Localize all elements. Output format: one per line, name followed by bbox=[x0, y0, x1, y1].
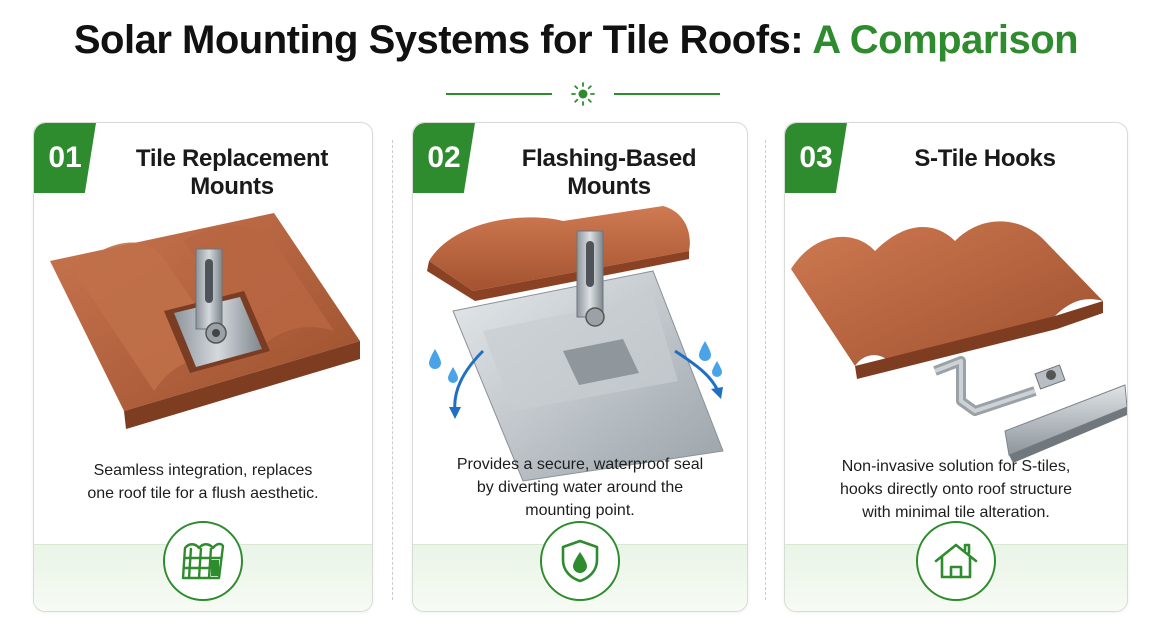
card-description: Provides a secure, waterproof seal by di… bbox=[456, 456, 704, 519]
card-title: Flashing-Based Mounts bbox=[521, 145, 697, 200]
s-tile-hook-illustration bbox=[791, 221, 1127, 463]
card-number-badge: 03 bbox=[785, 123, 847, 193]
card-number-badge: 01 bbox=[34, 123, 96, 193]
divider-line-left bbox=[446, 93, 552, 95]
title-accent: A Comparison bbox=[812, 18, 1079, 62]
card-flashing-based: 02 Flashing-Based Mounts Provid bbox=[412, 122, 748, 612]
tile-grid-icon bbox=[163, 521, 243, 601]
title-divider bbox=[446, 82, 720, 106]
card-s-tile-hooks: 03 S-Tile Hooks Non-invasive solution fo… bbox=[784, 122, 1128, 612]
title-main: Solar Mounting Systems for Tile Roofs: bbox=[73, 18, 813, 62]
card-tile-replacement: 01 Tile Replacement Mounts Seamless inte… bbox=[33, 122, 373, 612]
tile-replacement-illustration bbox=[50, 213, 360, 429]
card-title: S-Tile Hooks bbox=[914, 145, 1056, 172]
flashing-mount-illustration bbox=[427, 206, 724, 482]
card-separator bbox=[392, 140, 393, 600]
card-number-badge: 02 bbox=[413, 123, 475, 193]
house-icon bbox=[916, 521, 996, 601]
card-title: Tile Replacement Mounts bbox=[135, 145, 329, 200]
shield-drop-icon bbox=[540, 521, 620, 601]
divider-line-right bbox=[614, 93, 720, 95]
card-separator bbox=[765, 140, 766, 600]
page-title: Solar Mounting Systems for Tile Roofs: A… bbox=[0, 14, 1152, 66]
card-description: Seamless integration, replaces one roof … bbox=[87, 462, 319, 502]
sun-icon bbox=[571, 82, 595, 106]
card-description: Non-invasive solution for S-tiles, hooks… bbox=[839, 458, 1073, 521]
